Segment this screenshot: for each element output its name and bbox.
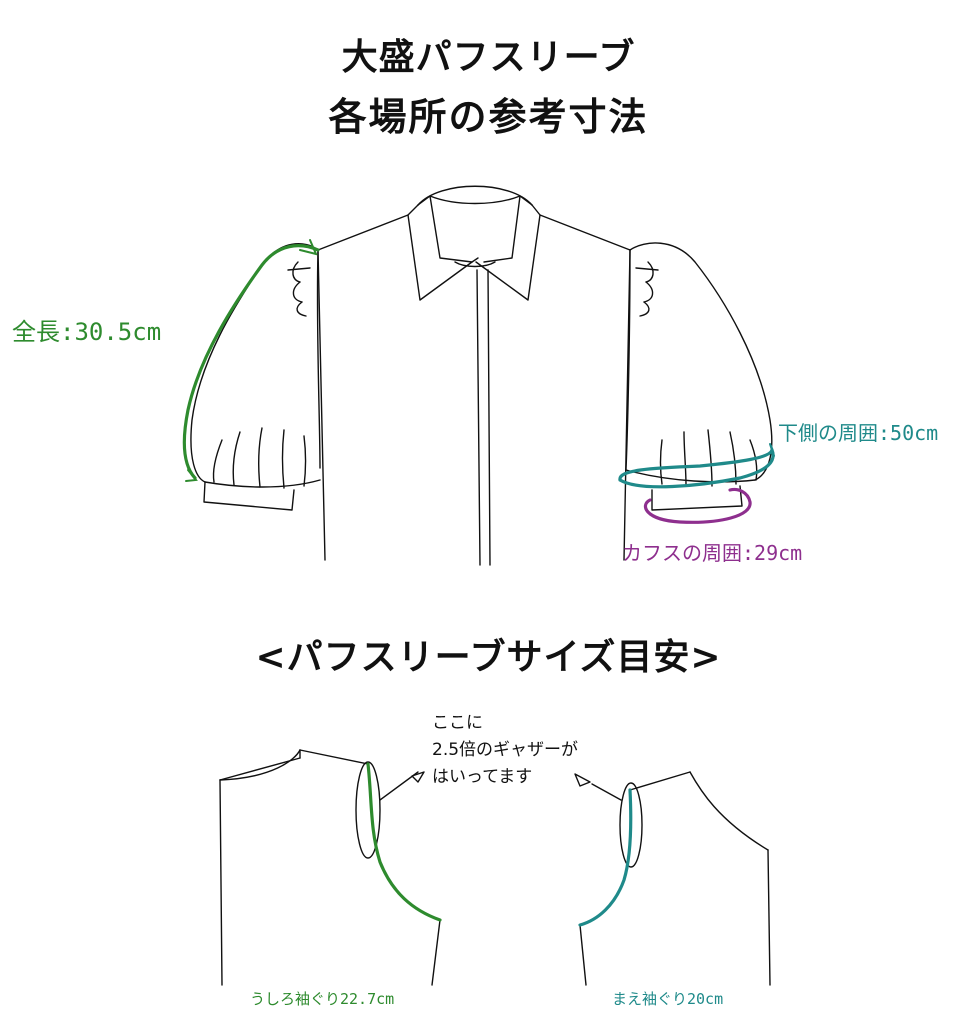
front-armhole-label: まえ袖ぐり20cm	[612, 990, 724, 1008]
shirt-collar	[407, 185, 541, 301]
total-length-line	[182, 244, 320, 480]
total-length-label: 全長:30.5cm	[12, 318, 162, 346]
pattern-front-bodice	[574, 771, 771, 986]
pattern-back-bodice	[219, 749, 441, 986]
cuff-circumference-loop	[643, 487, 752, 524]
back-armhole-label: うしろ袖ぐり22.7cm	[250, 990, 395, 1008]
gather-note-line-2: 2.5倍のギャザーが	[432, 740, 579, 760]
shirt-body	[317, 214, 631, 566]
back-armhole-line	[366, 762, 442, 922]
gather-note-line-3: はいってます	[432, 767, 533, 787]
gather-note: ここに 2.5倍のギャザーが はいってます	[432, 710, 578, 791]
lower-circumference-tick	[769, 443, 775, 457]
gather-note-line-1: ここに	[432, 713, 483, 733]
cuff-circumference-label: カフスの周囲:29cm	[622, 541, 803, 565]
total-length-end-bottom	[185, 469, 198, 482]
left-sleeve	[190, 243, 321, 511]
right-sleeve	[625, 242, 773, 511]
section-title: <パフスリーブサイズ目安>	[255, 637, 722, 678]
total-length-end-top	[299, 239, 318, 256]
front-armhole-line	[578, 788, 633, 927]
lower-circumference-label: 下側の周囲:50cm	[778, 421, 939, 445]
title-line-1: 大盛パフスリーブ	[341, 37, 636, 78]
title-line-2: 各場所の参考寸法	[328, 95, 649, 139]
